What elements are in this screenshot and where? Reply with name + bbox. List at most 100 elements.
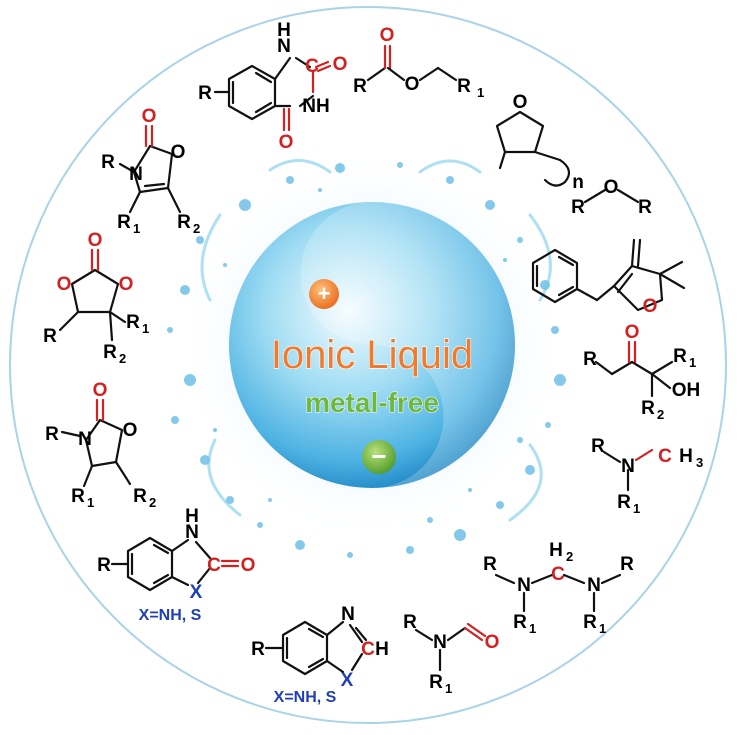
svg-text:2: 2 <box>149 495 156 510</box>
ester-structure: R O O R 1 <box>353 25 484 100</box>
svg-text:O: O <box>333 54 348 75</box>
svg-text:C: C <box>361 639 375 660</box>
svg-text:3: 3 <box>696 455 703 470</box>
svg-text:C: C <box>207 555 221 576</box>
cyclic-ether-structure: O n <box>495 92 584 193</box>
svg-text:O: O <box>604 177 619 198</box>
svg-text:R: R <box>43 326 57 347</box>
svg-text:R: R <box>353 76 367 97</box>
svg-text:R: R <box>126 312 140 333</box>
svg-text:R: R <box>101 152 115 173</box>
svg-text:H: H <box>375 639 389 660</box>
svg-text:n: n <box>572 172 584 193</box>
plus-circle-icon: + <box>309 279 339 309</box>
svg-text:R: R <box>133 486 147 507</box>
aminal-structure: R N C H 2 N R R 1 R 1 <box>483 540 634 636</box>
svg-text:O: O <box>625 322 640 343</box>
svg-text:O: O <box>405 74 420 95</box>
svg-text:O: O <box>279 132 294 153</box>
svg-text:R: R <box>513 612 527 633</box>
minus-circle-icon: − <box>362 440 396 474</box>
svg-text:O: O <box>88 230 103 251</box>
svg-text:R: R <box>429 672 443 693</box>
svg-text:H: H <box>185 506 199 527</box>
svg-text:R: R <box>198 83 212 104</box>
svg-text:1: 1 <box>689 355 696 370</box>
svg-text:R: R <box>403 612 417 633</box>
ionic-liquid-orb <box>229 202 515 488</box>
svg-text:R: R <box>45 424 59 445</box>
svg-text:2: 2 <box>566 549 573 564</box>
svg-text:H: H <box>277 20 291 41</box>
svg-text:H: H <box>549 540 563 561</box>
svg-text:H: H <box>679 446 693 467</box>
cyclic-carbonate-structure: O O O R R 1 R 2 <box>43 230 149 366</box>
svg-text:R: R <box>617 492 631 513</box>
svg-text:1: 1 <box>87 495 94 510</box>
svg-text:N: N <box>433 632 447 653</box>
svg-text:2: 2 <box>193 221 200 236</box>
svg-text:1: 1 <box>529 621 536 636</box>
svg-text:O: O <box>93 380 108 401</box>
svg-text:R: R <box>117 212 131 233</box>
center-subtitle: metal-free <box>305 387 439 418</box>
svg-text:2: 2 <box>119 351 126 366</box>
formamide-structure: R N O R 1 <box>403 612 499 696</box>
ether-structure: R O R <box>571 177 652 218</box>
svg-text:R: R <box>251 639 265 660</box>
svg-text:X: X <box>341 670 354 691</box>
n-methyl-amine-structure: R N C H 3 R 1 <box>591 436 703 516</box>
svg-text:O: O <box>142 106 157 127</box>
svg-text:O: O <box>513 92 528 113</box>
svg-text:1: 1 <box>445 681 452 696</box>
svg-text:O: O <box>485 632 500 653</box>
quinazolinedione-structure: N H C O NH O R <box>198 20 347 153</box>
svg-text:1: 1 <box>133 221 140 236</box>
svg-text:N: N <box>277 36 291 57</box>
svg-text:O: O <box>171 142 186 163</box>
svg-text:R: R <box>71 486 85 507</box>
svg-text:+: + <box>318 281 331 306</box>
svg-text:R: R <box>641 398 655 419</box>
hydroxy-ketone-structure: R O R 1 OH R 2 <box>583 322 700 422</box>
svg-text:1: 1 <box>633 501 640 516</box>
footnote-x-nh-s-2: X=NH, S <box>274 689 337 706</box>
svg-text:N: N <box>78 429 92 450</box>
svg-text:R: R <box>638 197 652 218</box>
outer-ring <box>9 6 727 724</box>
svg-text:N: N <box>621 456 635 477</box>
svg-text:N: N <box>341 604 355 625</box>
svg-text:R: R <box>620 554 634 575</box>
svg-text:N: N <box>587 575 601 596</box>
svg-text:1: 1 <box>599 621 606 636</box>
svg-text:2: 2 <box>657 407 664 422</box>
svg-text:C: C <box>305 56 319 77</box>
svg-text:O: O <box>643 296 658 317</box>
svg-text:R: R <box>177 212 191 233</box>
svg-text:C: C <box>551 564 565 585</box>
svg-text:O: O <box>123 420 138 441</box>
svg-text:R: R <box>583 349 597 370</box>
svg-text:1: 1 <box>142 321 149 336</box>
svg-text:R: R <box>591 436 605 457</box>
svg-text:N: N <box>517 575 531 596</box>
svg-text:O: O <box>57 274 72 295</box>
svg-text:N: N <box>185 522 199 543</box>
svg-text:OH: OH <box>672 380 701 401</box>
benzimidazole-structure: N C H X R X=NH, S <box>251 604 389 706</box>
svg-text:R: R <box>583 612 597 633</box>
oxazolone-structure: R N O O R 1 R 2 <box>101 106 200 236</box>
svg-text:O: O <box>119 274 134 295</box>
svg-text:R: R <box>483 554 497 575</box>
svg-text:O: O <box>241 555 256 576</box>
svg-text:X: X <box>190 582 203 603</box>
oxazolidinone-structure: R N O O R 1 R 2 <box>45 380 156 510</box>
svg-text:O: O <box>380 25 395 46</box>
svg-text:−: − <box>371 441 386 471</box>
svg-text:NH: NH <box>302 96 329 117</box>
svg-text:R: R <box>103 342 117 363</box>
benzyl-dihydrofuran-structure: O <box>531 238 686 317</box>
svg-text:N: N <box>129 164 143 185</box>
